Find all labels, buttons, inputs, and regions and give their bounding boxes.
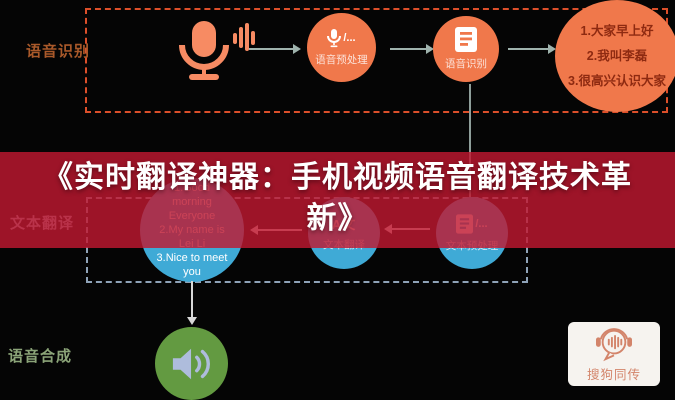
sogou-headset-bubble-icon xyxy=(596,327,632,361)
page-title-line1: 《实时翻译神器：手机视频语音翻译技术革 xyxy=(43,161,632,194)
title-banner xyxy=(0,152,675,248)
page-title-line2: 新》 xyxy=(306,202,369,235)
microphone-icon xyxy=(179,21,255,80)
speaker-icon xyxy=(172,348,210,379)
asr-preprocess-label: 语音预处理 xyxy=(315,53,368,66)
arrow-right-icon xyxy=(508,44,556,54)
arrow-right-icon xyxy=(249,44,301,54)
mt-result-line: 3.Nice to meet xyxy=(156,252,228,264)
preprocess-suffix: /... xyxy=(343,32,356,44)
waveform-icon xyxy=(233,23,255,51)
document-icon xyxy=(455,27,477,52)
microphone-icon xyxy=(327,28,342,47)
tts-output-node xyxy=(155,327,228,400)
asr-recognize-node: 语音识别 xyxy=(433,16,499,82)
section-label-speech-synthesis: 语音合成 xyxy=(8,348,73,365)
connector-line xyxy=(469,84,471,198)
arrow-down-icon xyxy=(187,281,197,325)
asr-result-line: 1.大家早上好 xyxy=(580,23,654,38)
asr-result-line: 3.很高兴认识大家 xyxy=(568,73,666,88)
asr-recognize-label: 语音识别 xyxy=(445,58,487,70)
mt-result-line: you xyxy=(183,266,201,278)
arrow-right-icon xyxy=(390,44,434,54)
page-title: 《实时翻译神器：手机视频语音翻译技术革 新》 xyxy=(0,157,675,239)
sogou-logo-label: 搜狗同传 xyxy=(586,367,641,382)
asr-result-line: 2.我叫李磊 xyxy=(586,48,648,63)
asr-result-node: 1.大家早上好 2.我叫李磊 3.很高兴认识大家 xyxy=(555,0,675,112)
asr-preprocess-node: /... 语音预处理 xyxy=(307,13,376,82)
section-label-speech-recognition: 语音识别 xyxy=(26,43,91,60)
sogou-logo: 搜狗同传 xyxy=(568,322,660,386)
